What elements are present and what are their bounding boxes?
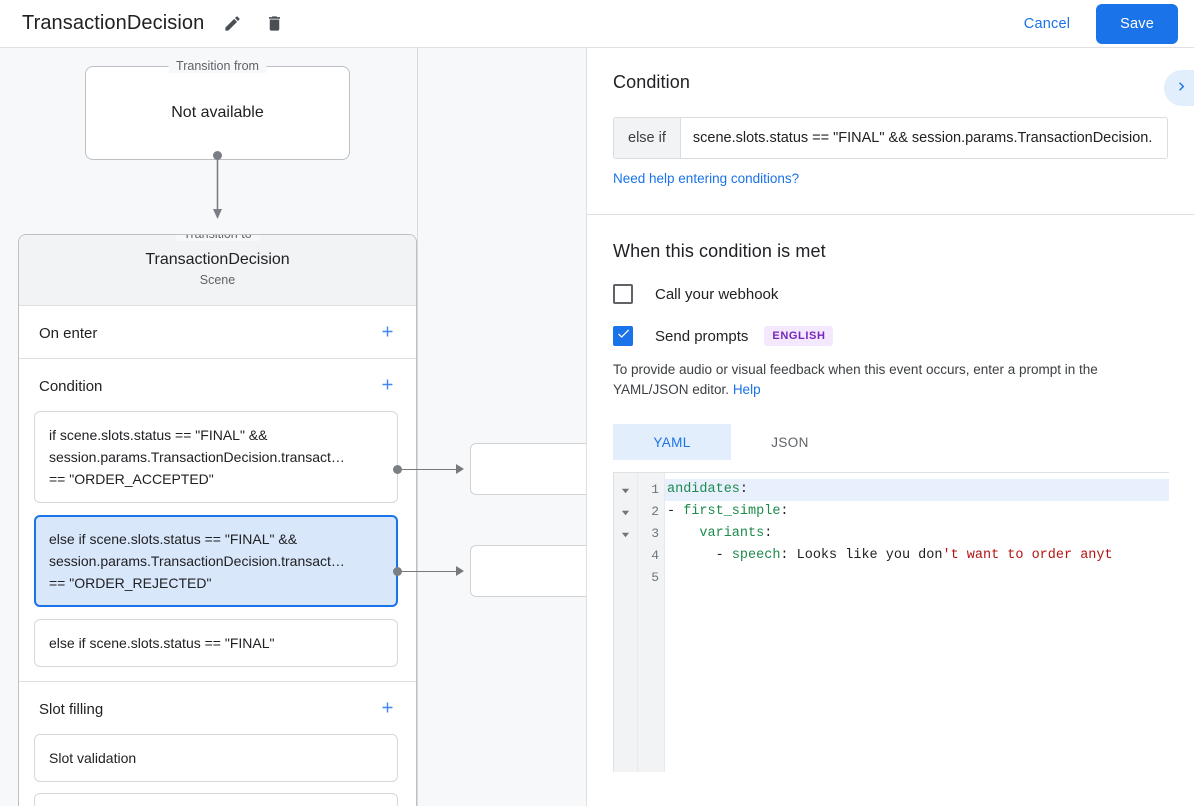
caret-down-icon[interactable] — [614, 523, 637, 545]
edge-arrowhead-accepted — [456, 464, 464, 474]
section-slot-filling-title: Slot filling — [39, 700, 104, 718]
plus-icon — [379, 376, 396, 396]
tab-json[interactable]: JSON — [731, 424, 849, 460]
edge-line-rejected — [400, 571, 458, 573]
code-line — [665, 567, 1169, 589]
connector-arrow — [213, 155, 222, 219]
line-number: 1 — [651, 482, 659, 497]
top-bar: TransactionDecision Cancel Save — [0, 0, 1194, 48]
webhook-checkbox-row[interactable]: Call your webhook — [613, 284, 1168, 304]
graph-canvas[interactable]: Transition from Not available Transition… — [0, 48, 586, 806]
condition-help-link[interactable]: Need help entering conditions? — [613, 171, 800, 186]
code-line: variants: — [699, 526, 773, 541]
condition-card-accepted[interactable]: if scene.slots.status == "FINAL" && sess… — [34, 411, 398, 503]
chevron-right-icon — [1173, 78, 1190, 98]
condition-input-row[interactable]: else if — [613, 117, 1168, 159]
target-node-rejected[interactable] — [470, 545, 586, 597]
editor-code-area[interactable]: andidates: - first_simple: variants: - sp… — [665, 473, 1169, 772]
prompts-hint-text: To provide audio or visual feedback when… — [613, 362, 1098, 397]
section-condition-header: Condition — [19, 359, 416, 411]
caret-down-icon[interactable] — [614, 479, 637, 501]
section-condition-body: if scene.slots.status == "FINAL" && sess… — [19, 411, 416, 681]
section-on-enter-title: On enter — [39, 324, 98, 342]
add-condition-button[interactable] — [376, 375, 398, 397]
target-node-accepted[interactable] — [470, 443, 586, 495]
editor-format-tabs: YAML JSON — [613, 424, 1168, 460]
condition-line: else if scene.slots.status == "FINAL" — [49, 635, 275, 651]
scene-header: TransactionDecision Scene — [19, 235, 416, 306]
panel-condition-heading: Condition — [613, 72, 690, 92]
add-on-enter-button[interactable] — [376, 322, 398, 344]
pencil-icon — [223, 14, 242, 33]
slot-card-partial[interactable] — [34, 793, 398, 806]
line-number: 2 — [651, 504, 659, 519]
panel-when-met-section: When this condition is met Call your web… — [587, 215, 1194, 792]
condition-expression-input[interactable] — [680, 118, 1167, 158]
plus-icon — [379, 323, 396, 343]
editor-line-numbers: 1 2 3 4 5 — [638, 473, 665, 772]
panel-condition-section: Condition else if Need help entering con… — [587, 48, 1194, 215]
section-condition: Condition if scene.slots.status == "FINA… — [19, 359, 416, 682]
webhook-label: Call your webhook — [655, 285, 779, 303]
send-prompts-label: Send prompts — [655, 327, 749, 345]
trash-icon — [265, 14, 284, 33]
condition-line: else if scene.slots.status == "FINAL" && — [49, 531, 298, 547]
code-line: - speech: Looks like you don't want to o… — [667, 548, 1113, 563]
cancel-button[interactable]: Cancel — [1010, 8, 1084, 40]
edge-anchor-accepted — [393, 465, 402, 474]
plus-icon — [379, 699, 396, 719]
edit-name-button[interactable] — [218, 10, 246, 38]
condition-card-rejected[interactable]: else if scene.slots.status == "FINAL" &&… — [34, 515, 398, 607]
edge-line-accepted — [400, 469, 458, 471]
send-prompts-checkbox[interactable] — [613, 326, 633, 346]
add-slot-filling-button[interactable] — [376, 698, 398, 720]
transition-from-node[interactable]: Transition from Not available — [85, 59, 350, 160]
details-panel: Condition else if Need help entering con… — [586, 48, 1194, 806]
when-met-heading: When this condition is met — [613, 241, 826, 261]
condition-line: == "ORDER_ACCEPTED" — [49, 471, 214, 487]
condition-line: if scene.slots.status == "FINAL" && — [49, 427, 268, 443]
condition-prefix-label: else if — [614, 118, 681, 158]
line-number: 4 — [651, 548, 659, 563]
code-line: - first_simple: — [667, 504, 789, 519]
yaml-editor[interactable]: 1 2 3 4 5 andidates: - first_simple: vari… — [613, 472, 1169, 772]
transition-from-legend: Transition from — [168, 59, 267, 73]
section-slot-filling-body: Slot validation — [19, 734, 416, 806]
condition-line: session.params.TransactionDecision.trans… — [49, 449, 345, 465]
prompts-hint: To provide audio or visual feedback when… — [613, 360, 1168, 400]
code-line: andidates: — [665, 479, 1169, 501]
language-badge: ENGLISH — [764, 326, 834, 346]
delete-button[interactable] — [260, 10, 288, 38]
prompts-help-link[interactable]: Help — [732, 382, 761, 397]
tab-yaml[interactable]: YAML — [613, 424, 731, 460]
condition-line: == "ORDER_REJECTED" — [49, 575, 212, 591]
condition-card-final[interactable]: else if scene.slots.status == "FINAL" — [34, 619, 398, 667]
line-number: 5 — [651, 570, 659, 585]
scene-title: TransactionDecision — [145, 251, 290, 268]
graph-guide-rule — [417, 48, 418, 806]
section-slot-filling-header: Slot filling — [19, 682, 416, 734]
collapse-panel-button[interactable] — [1164, 70, 1194, 106]
edge-arrowhead-rejected — [456, 566, 464, 576]
slot-validation-card[interactable]: Slot validation — [34, 734, 398, 782]
scene-subtitle: Scene — [199, 273, 236, 287]
transition-to-legend: Transition to — [175, 235, 260, 241]
page-title: TransactionDecision — [22, 12, 205, 34]
edge-anchor-rejected — [393, 567, 402, 576]
send-prompts-checkbox-row[interactable]: Send prompts ENGLISH — [613, 326, 1168, 346]
caret-down-icon[interactable] — [614, 501, 637, 523]
section-condition-title: Condition — [39, 377, 103, 395]
transition-to-node[interactable]: Transition to TransactionDecision Scene … — [18, 234, 417, 806]
section-on-enter: On enter — [19, 306, 416, 359]
condition-line: session.params.TransactionDecision.trans… — [49, 553, 345, 569]
transition-from-value: Not available — [171, 104, 264, 121]
editor-fold-gutter[interactable] — [614, 473, 638, 772]
save-button[interactable]: Save — [1096, 3, 1178, 44]
body-split: Transition from Not available Transition… — [0, 48, 1194, 806]
section-on-enter-header: On enter — [19, 306, 416, 358]
line-number: 3 — [651, 526, 659, 541]
section-slot-filling: Slot filling Slot validation — [19, 682, 416, 806]
webhook-checkbox[interactable] — [613, 284, 633, 304]
check-icon — [616, 326, 631, 346]
